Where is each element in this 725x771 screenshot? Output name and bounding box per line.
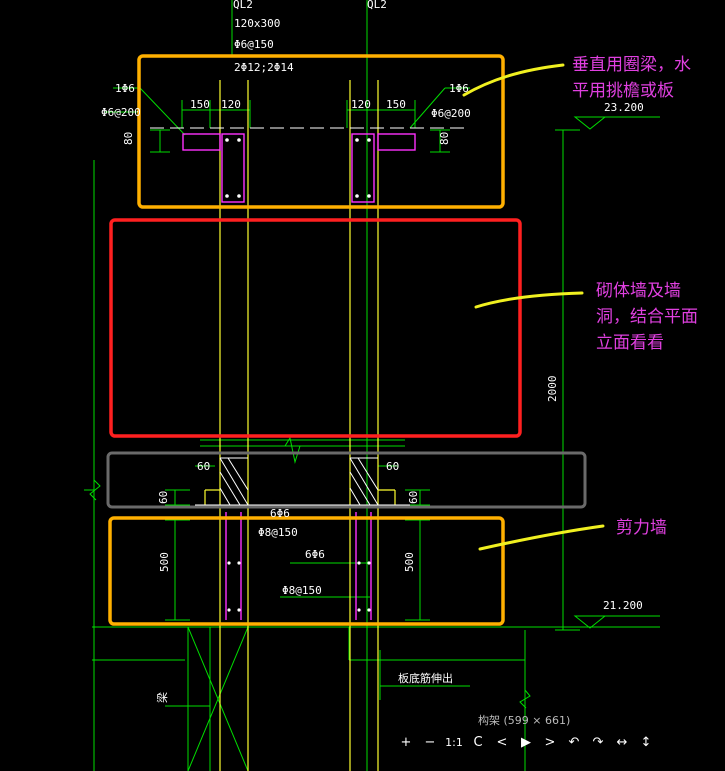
note-masonry-wall: 砌体墙及墙 洞，结合平面 立面看看: [596, 281, 698, 353]
bar-6phi6-label: 6Φ6: [305, 548, 325, 561]
zoom-in-button[interactable]: +: [400, 734, 412, 750]
next-button[interactable]: >: [544, 734, 556, 750]
viewer-caption: 构架 (599 × 661): [478, 714, 571, 727]
ql2-right-label: QL2: [367, 0, 387, 11]
rotate-right-button[interactable]: ↷: [592, 734, 604, 750]
dim-60v-left: 60: [157, 491, 170, 504]
beam-stirrup-label: Φ6@150: [234, 38, 274, 51]
bar-6phi6-top: 6Φ6: [270, 507, 290, 520]
prev-button[interactable]: <: [496, 734, 508, 750]
dim-150-right: 150: [386, 98, 406, 111]
ql2-left-label: QL2: [233, 0, 253, 11]
beam-size-label: 120x300: [234, 17, 280, 30]
stirrup-bottom-label: Φ8@150: [282, 584, 322, 597]
stirrup-top-label: Φ8@150: [258, 526, 298, 539]
dim-500-left: 500: [158, 552, 171, 572]
dim-60v-right: 60: [407, 491, 420, 504]
white-linework: [150, 127, 470, 506]
highlight-masonry-box: [109, 218, 522, 438]
highlight-shear-wall-box: [108, 516, 505, 626]
note-shear-wall: 剪力墙: [616, 518, 667, 538]
drawing-text: QL2 QL2 120x300 Φ6@150 2Φ12;2Φ14 1Φ6 1Φ6…: [101, 0, 644, 703]
zoom-out-button[interactable]: −: [424, 734, 436, 750]
bar-left-label: 1Φ6: [115, 82, 135, 95]
actual-size-button[interactable]: 1:1: [445, 735, 463, 749]
note-vertical-ring-beam: 垂直用圈梁，水 平用挑檐或板: [572, 55, 691, 101]
side-note-label: 梁: [155, 692, 169, 703]
viewer-toolbar: + − 1:1 C < ▶ > ↶ ↷ ↔ ↕: [396, 731, 656, 753]
bar-right-label: 1Φ6: [449, 82, 469, 95]
dim-60-left: 60: [197, 460, 210, 473]
dim-60-right: 60: [386, 460, 399, 473]
dim-80-right: 80: [438, 132, 451, 145]
magenta-rebar: [182, 133, 416, 620]
dim-120-right: 120: [351, 98, 371, 111]
yellow-wall-lines: [204, 80, 396, 771]
dim-80-left: 80: [122, 132, 135, 145]
beam-main-bars-label: 2Φ12;2Φ14: [234, 61, 294, 74]
dim-150-left: 150: [190, 98, 210, 111]
flip-vertical-button[interactable]: ↕: [640, 734, 652, 750]
annotation-strokes: [462, 63, 605, 551]
flip-horizontal-button[interactable]: ↔: [616, 734, 628, 750]
highlight-ring-beam-box: [137, 54, 505, 209]
elevation-top: 23.200: [604, 101, 644, 114]
play-button[interactable]: ▶: [521, 734, 531, 750]
green-linework: [84, 0, 660, 771]
dim-500-right: 500: [403, 552, 416, 572]
highlight-gray-box: [106, 451, 587, 509]
rebar-dots: [225, 138, 371, 612]
dim-120-left: 120: [221, 98, 241, 111]
elevation-bottom: 21.200: [603, 599, 643, 612]
refresh-button[interactable]: C: [473, 734, 483, 750]
height-dim-2000: 2000: [546, 376, 559, 403]
dist-right-label: Φ6@200: [431, 107, 471, 120]
rotate-left-button[interactable]: ↶: [568, 734, 580, 750]
dist-left-label: Φ6@200: [101, 106, 141, 119]
note-bottom-label: 板底筋伸出: [398, 671, 453, 685]
